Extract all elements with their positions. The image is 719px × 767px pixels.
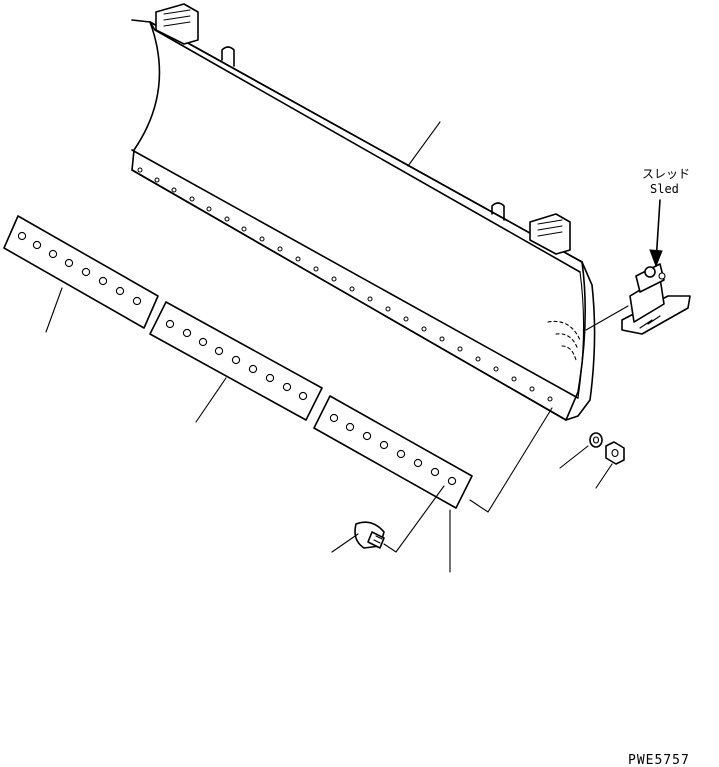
nut-icon	[595, 441, 625, 489]
blade-bolt-holes	[137, 167, 553, 402]
dozer-blade-icon	[131, 3, 596, 421]
drawing-code: PWE5757	[628, 753, 690, 767]
sled-label-jp: スレッド	[642, 167, 690, 181]
sled-label-en: Sled	[650, 182, 679, 196]
cutting-edge-right	[313, 395, 553, 573]
sled-icon	[585, 199, 691, 335]
bolt-icon	[331, 521, 385, 553]
cutting-edge-middle	[149, 301, 323, 423]
washer-icon	[559, 432, 603, 469]
cutting-edge-left	[3, 215, 159, 333]
